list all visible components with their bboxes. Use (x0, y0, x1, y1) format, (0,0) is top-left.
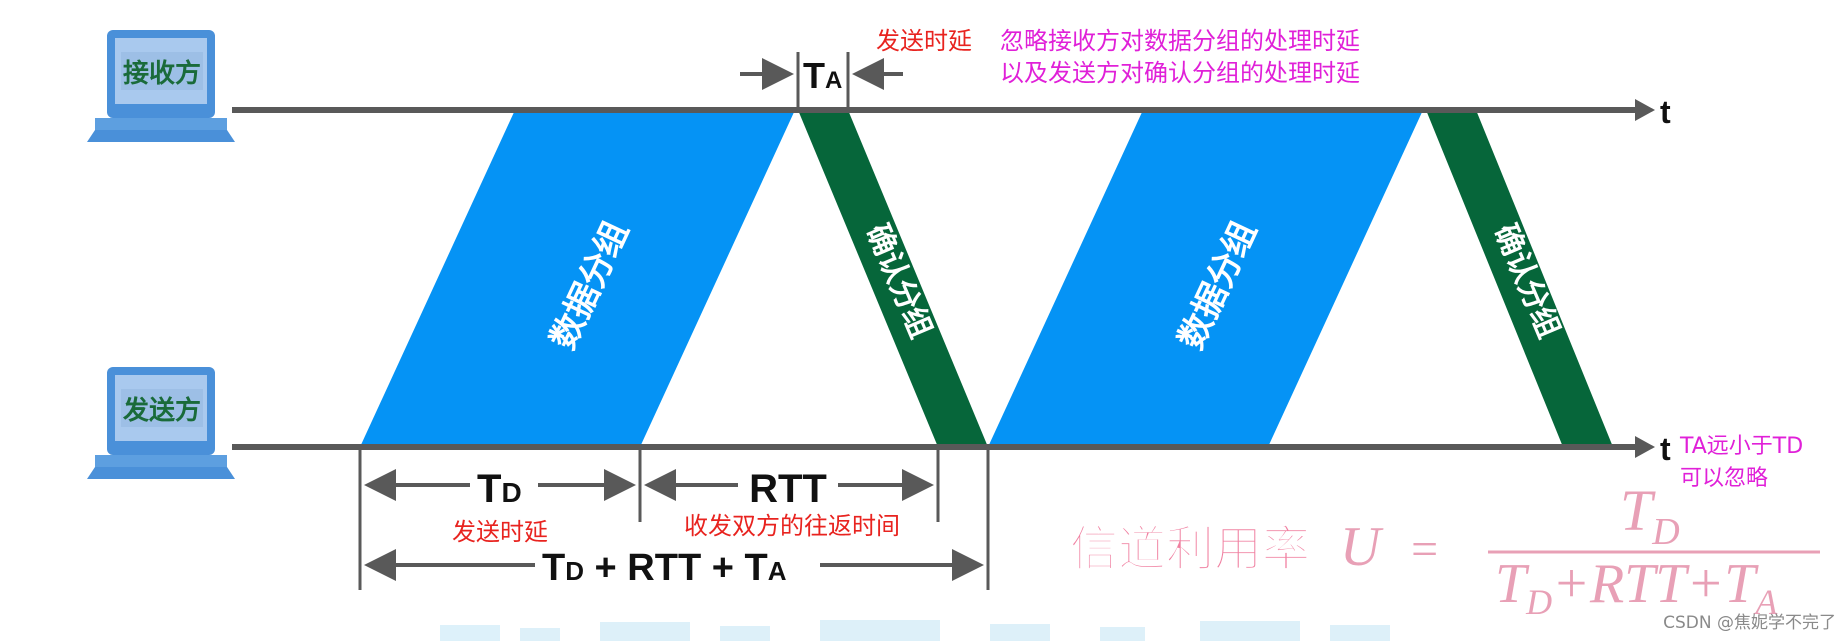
send-delay-top-label: 发送时延 (876, 27, 972, 55)
formula-numerator: TD (1620, 478, 1680, 553)
sender-axis-t-label: t (1660, 431, 1671, 467)
ack-packet-1 (798, 110, 988, 447)
send-delay-bottom-label: 发送时延 (452, 518, 548, 546)
processing-note-line2: 以及发送方对确认分组的处理时延 (1000, 59, 1360, 87)
formula-U: U (1340, 516, 1384, 578)
sender-axis-arrowhead (1635, 436, 1655, 458)
formula-denominator: TD+RTT+TA (1495, 553, 1778, 622)
formula-label: 信道利用率 (1070, 521, 1310, 577)
processing-note-line1: 忽略接收方对数据分组的处理时延 (1000, 27, 1360, 55)
formula-equals: = (1408, 523, 1440, 576)
laptop-icon (87, 30, 235, 142)
ta-top-label: TA (803, 55, 842, 96)
td-label: TD (477, 467, 522, 511)
rtt-label: RTT (749, 467, 827, 511)
data-packet-2 (988, 110, 1423, 447)
sender-label: 发送方 (122, 395, 201, 426)
ta-negligible-note-line1: TA远小于TD (1679, 434, 1803, 459)
watermark: CSDN @焦妮学不完了 (1663, 613, 1836, 633)
round-trip-label: 收发双方的往返时间 (684, 512, 900, 540)
receiver-axis-arrowhead (1635, 99, 1655, 121)
receiver-axis-t-label: t (1660, 94, 1671, 130)
ack-packet-2 (1426, 110, 1613, 447)
laptop-icon (87, 367, 235, 479)
ta-negligible-note-line2: 可以忽略 (1680, 466, 1768, 491)
receiver-label: 接收方 (123, 58, 201, 89)
background-decoration (440, 620, 1390, 641)
total-label: TD + RTT + TA (542, 547, 787, 589)
data-packet-1 (360, 110, 795, 447)
